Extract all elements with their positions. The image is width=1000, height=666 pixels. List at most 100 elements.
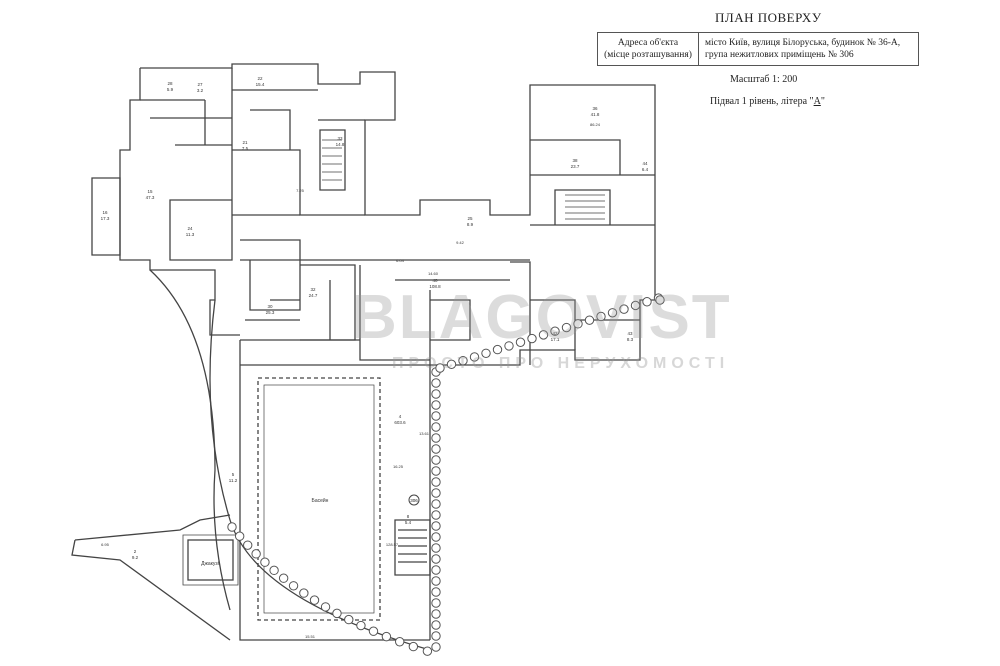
room-8-area: 5.4 bbox=[405, 520, 412, 525]
address-line1: місто Київ, вулиця Білоруська, будинок №… bbox=[705, 38, 901, 48]
dim-13-61: 13.61 bbox=[419, 431, 430, 436]
column-circle bbox=[356, 620, 366, 631]
room-24-area: 11.3 bbox=[186, 232, 195, 237]
room-8-num: 8 bbox=[407, 514, 410, 519]
address-table: Адреса об'єкта (місце розташування) міст… bbox=[597, 32, 919, 66]
column-circle bbox=[596, 311, 606, 322]
level-label: Підвал 1 рівень, літера "А" bbox=[710, 96, 825, 107]
room-27-area: 3.2 bbox=[197, 88, 204, 93]
column-circle bbox=[422, 646, 433, 656]
dim-6-95: 6.95 bbox=[101, 542, 110, 547]
room-33-area: 14.8 bbox=[336, 142, 345, 147]
dim-86-24: 86.24 bbox=[590, 122, 601, 127]
column-circle bbox=[431, 378, 441, 388]
column-circle bbox=[332, 608, 342, 619]
column-circle bbox=[642, 297, 652, 307]
address-label-line2: (місце розташування) bbox=[604, 50, 692, 60]
dimension-labels: 7.25 9.42 14.60 6.04 16.25 15.51 13.61 1… bbox=[101, 122, 601, 639]
column-circle bbox=[431, 389, 441, 399]
room-43-num: 43 bbox=[627, 331, 633, 336]
column-circle bbox=[469, 352, 480, 362]
room-21-num: 21 bbox=[242, 140, 248, 145]
column-circle bbox=[431, 543, 441, 553]
column-circle bbox=[431, 532, 441, 542]
room-43-area: 8.3 bbox=[627, 337, 634, 342]
stair-lower bbox=[394, 519, 431, 576]
column-circle bbox=[381, 631, 392, 642]
dim-7-25: 7.25 bbox=[296, 188, 305, 193]
pool-hall-wall bbox=[239, 340, 430, 641]
column-circle bbox=[446, 359, 457, 370]
room-36-num: 36 bbox=[592, 106, 598, 111]
column-circle bbox=[260, 557, 270, 567]
column-circle bbox=[515, 337, 526, 347]
partition bbox=[530, 139, 655, 226]
room-44-num: 44 bbox=[642, 161, 648, 166]
column-circle bbox=[655, 295, 665, 305]
room-44-area: 6.4 bbox=[642, 167, 649, 172]
room-30-area: 25.3 bbox=[266, 310, 275, 315]
address-label-line1: Адреса об'єкта bbox=[617, 38, 679, 48]
column-circle bbox=[431, 466, 441, 476]
room-2-num: 2 bbox=[134, 549, 137, 554]
room-22-area: 15.4 bbox=[256, 82, 265, 87]
room-30-num: 30 bbox=[267, 304, 273, 309]
column-circle bbox=[431, 477, 441, 487]
room-28-num: 28 bbox=[167, 81, 173, 86]
partition bbox=[318, 119, 365, 191]
jacuzzi-outline bbox=[187, 539, 234, 581]
partition bbox=[240, 259, 530, 341]
column-circle bbox=[431, 488, 441, 498]
dim-15-51: 15.51 bbox=[305, 634, 316, 639]
column-circle bbox=[573, 319, 583, 329]
column-circle bbox=[288, 581, 299, 591]
column-circle bbox=[227, 522, 237, 532]
address-label-cell: Адреса об'єкта (місце розташування) bbox=[598, 33, 699, 65]
room-28-area: 5.9 bbox=[167, 87, 174, 92]
column-circle bbox=[431, 565, 441, 575]
column-circle bbox=[431, 620, 441, 630]
column-circle bbox=[561, 322, 572, 333]
column-circle bbox=[234, 531, 245, 541]
dim-128-57: 128.57 bbox=[386, 542, 399, 547]
column-circle bbox=[431, 587, 441, 597]
dim-9-42: 9.42 bbox=[456, 240, 465, 245]
column-circle bbox=[504, 341, 514, 351]
room-5-num: 5 bbox=[232, 472, 235, 477]
column-circle bbox=[481, 348, 491, 358]
stair bbox=[322, 139, 342, 181]
pool-inner bbox=[263, 384, 375, 614]
column-circle bbox=[630, 300, 641, 311]
plan-title: ПЛАН ПОВЕРХУ bbox=[715, 10, 822, 25]
room-22-num: 22 bbox=[257, 76, 263, 81]
partition bbox=[140, 68, 233, 261]
curved-wall-outer bbox=[149, 269, 231, 611]
jacuzzi-frame bbox=[182, 534, 239, 586]
dim-16-25: 16.25 bbox=[393, 464, 404, 469]
column-circle bbox=[431, 411, 441, 421]
room-42-area: 17.1 bbox=[551, 337, 560, 342]
column-circle bbox=[278, 573, 289, 583]
column-circle bbox=[492, 344, 503, 355]
curved-wall bbox=[209, 299, 431, 651]
room-33-num: 33 bbox=[337, 136, 343, 141]
column-circle bbox=[431, 422, 441, 432]
room-40-num: 40 bbox=[432, 278, 438, 283]
column-circle bbox=[320, 602, 331, 612]
room-4-area: 603.6 bbox=[394, 420, 406, 425]
room-15-num: 15 bbox=[147, 189, 153, 194]
column-circle bbox=[431, 609, 441, 619]
column-circle bbox=[431, 554, 441, 564]
column-circle bbox=[431, 521, 441, 531]
column-group bbox=[227, 293, 665, 656]
partition bbox=[232, 89, 365, 216]
column-circle bbox=[309, 595, 320, 605]
room-24-num: 24 bbox=[187, 226, 193, 231]
partition bbox=[510, 261, 640, 365]
column-circle bbox=[527, 333, 537, 344]
room-16-num: 16 bbox=[102, 210, 108, 215]
outer-wall bbox=[140, 63, 656, 640]
column-circle bbox=[550, 326, 560, 336]
column-circle bbox=[431, 598, 441, 608]
column-circle bbox=[431, 444, 441, 454]
